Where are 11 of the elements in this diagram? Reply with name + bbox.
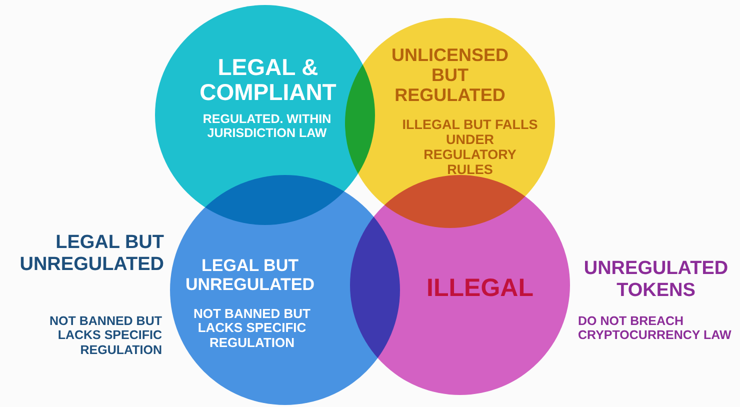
circle-description: REGULATED. WITHIN JURISDICTION LAW	[202, 113, 332, 140]
circle-heading: UNLICENSED BUT REGULATED	[390, 46, 510, 106]
circle-heading: LEGAL & COMPLIANT	[198, 55, 338, 106]
circle-heading: LEGAL BUT UNREGULATED	[184, 257, 316, 294]
side-heading: LEGAL BUT UNREGULATED	[18, 232, 164, 276]
side-heading: UNREGULATED TOKENS	[582, 258, 730, 302]
side-description: NOT BANNED BUT LACKS SPECIFIC REGULATION	[48, 314, 162, 358]
circle-description: NOT BANNED BUT LACKS SPECIFIC REGULATION	[192, 307, 312, 350]
side-description: DO NOT BREACH CRYPTOCURRENCY LAW	[578, 314, 732, 343]
circle-description: ILLEGAL BUT FALLS UNDER REGULATORY RULES	[401, 118, 539, 178]
circle-heading: ILLEGAL	[426, 275, 534, 302]
